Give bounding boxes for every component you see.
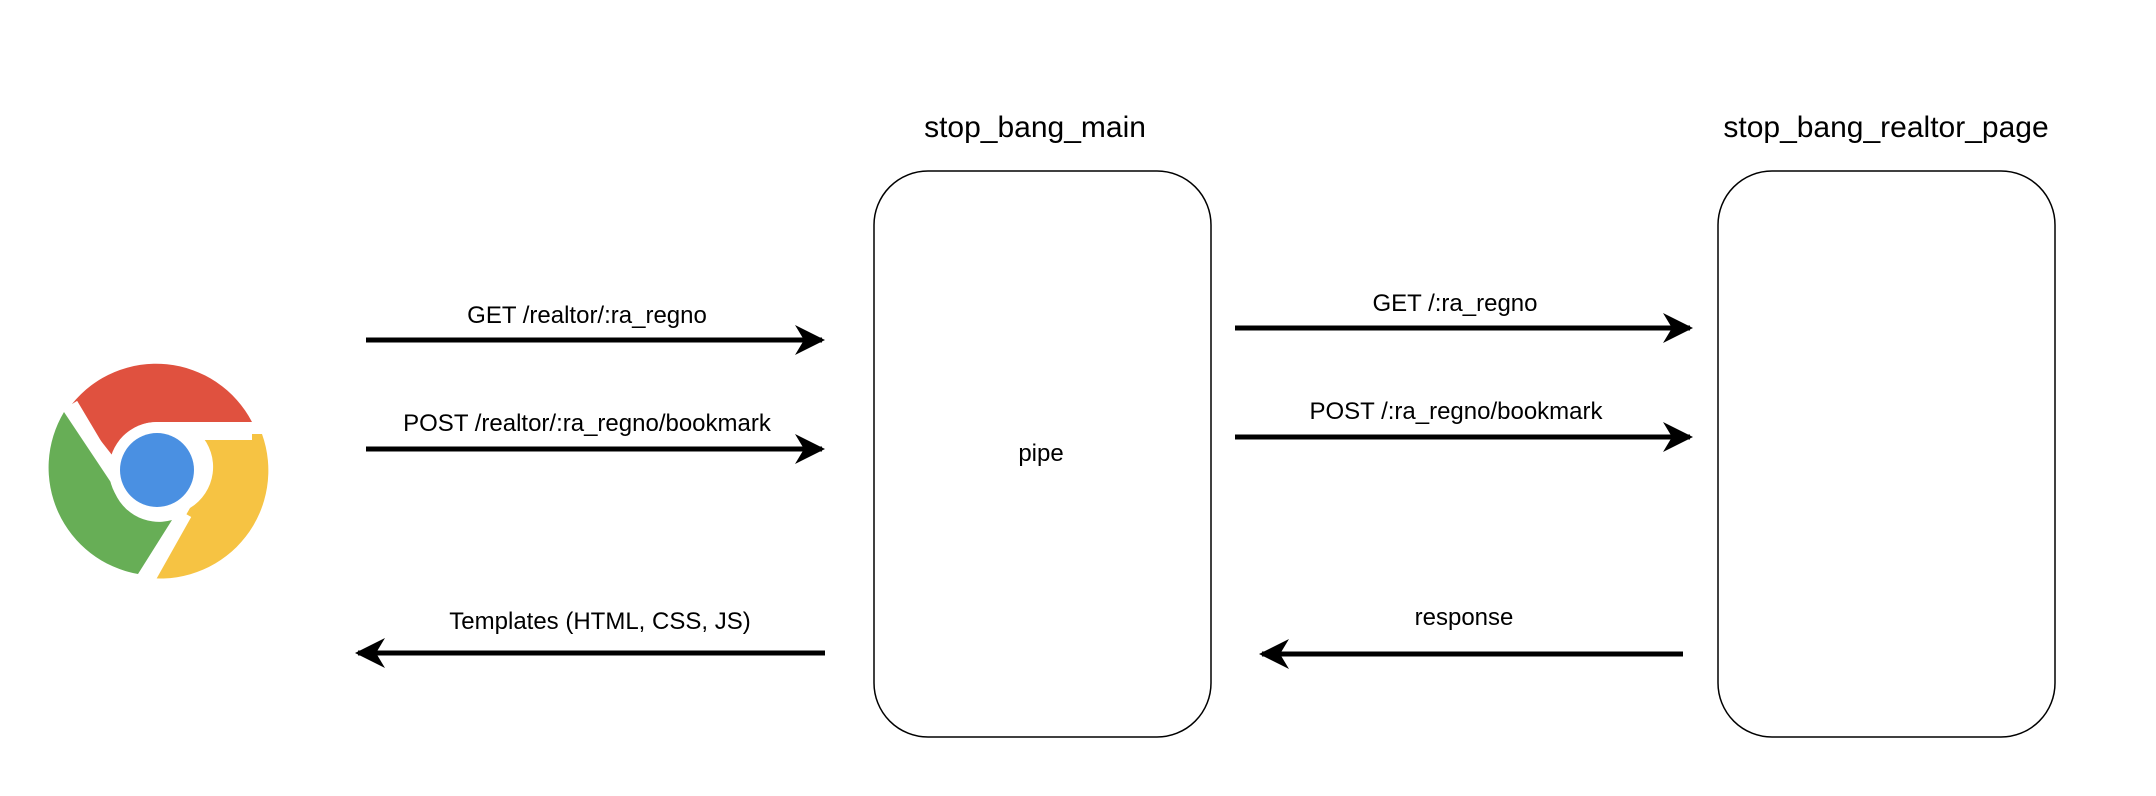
- chrome-browser-icon: [48, 362, 269, 581]
- node-title-stop-bang-main: stop_bang_main: [924, 111, 1146, 144]
- edge-label-response: response: [1414, 604, 1514, 631]
- edge-label-templates: Templates (HTML, CSS, JS): [449, 608, 751, 635]
- node-stop-bang-realtor-page[interactable]: [1717, 170, 2056, 738]
- node-stop-bang-main[interactable]: [873, 170, 1212, 738]
- edge-label-get-ra: GET /:ra_regno: [1372, 290, 1538, 317]
- chrome-yellow-segment: [150, 434, 269, 579]
- node-content-pipe: pipe: [1018, 440, 1064, 467]
- edge-label-get-realtor: GET /realtor/:ra_regno: [467, 302, 707, 329]
- chrome-red-segment: [72, 363, 252, 455]
- chrome-green-segment: [48, 412, 172, 574]
- edge-label-post-ra: POST /:ra_regno/bookmark: [1309, 398, 1603, 425]
- edge-label-post-realtor: POST /realtor/:ra_regno/bookmark: [403, 410, 771, 437]
- node-title-stop-bang-realtor-page: stop_bang_realtor_page: [1723, 111, 2049, 144]
- chrome-center-circle: [120, 433, 194, 507]
